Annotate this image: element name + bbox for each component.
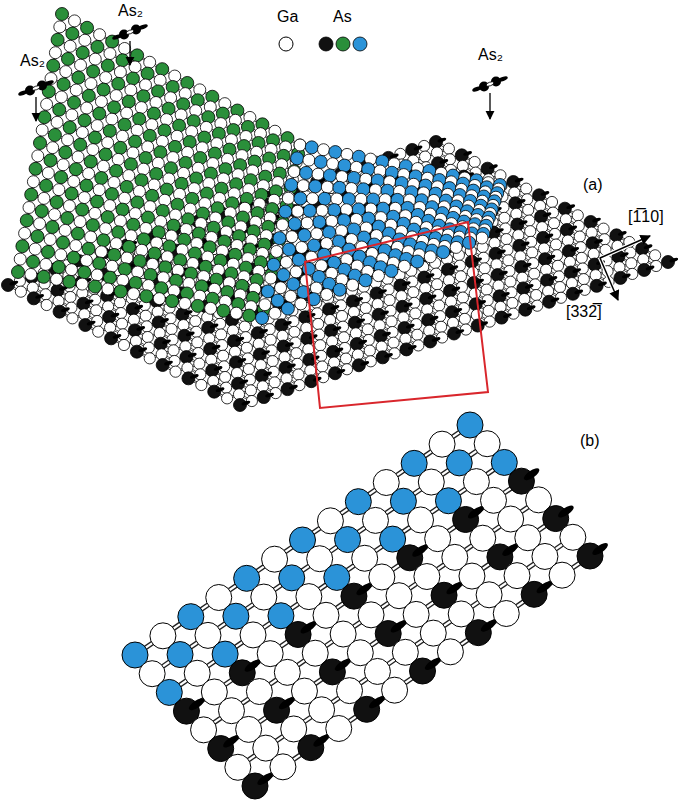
crystal-illustration (0, 0, 678, 808)
figure: GaAsAs₂As₂As₂(a)(b)[1̅10][332̅] (0, 0, 678, 808)
